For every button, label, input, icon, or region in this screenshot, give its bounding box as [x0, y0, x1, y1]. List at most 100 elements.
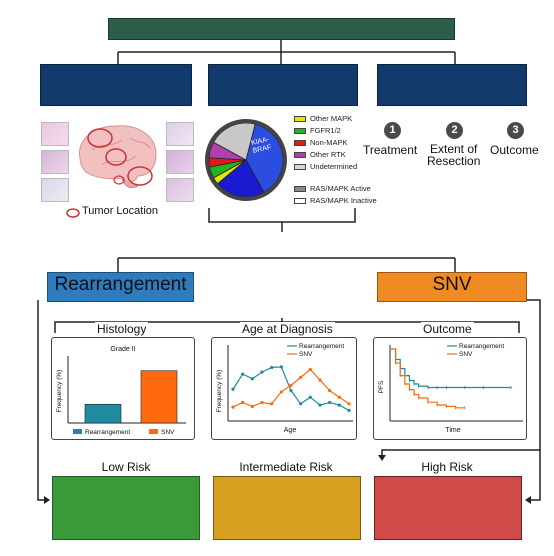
data-point — [250, 377, 254, 381]
survival-curve — [391, 348, 511, 389]
legend-item: Rearrangement — [299, 343, 344, 350]
data-point — [318, 403, 322, 407]
brain-illustration — [78, 125, 157, 189]
series-line — [232, 366, 350, 411]
legend-swatch — [294, 140, 306, 146]
data-point — [328, 400, 332, 405]
number-1-icon: 1 — [384, 122, 401, 139]
data-point — [318, 378, 322, 382]
data-point — [289, 389, 293, 393]
pie-outer-ring — [205, 119, 287, 201]
legend-item: SNV — [161, 429, 175, 436]
data-point — [337, 395, 341, 399]
extent-of-resection-label: Extent of Resection — [427, 142, 481, 168]
data-point — [260, 400, 264, 405]
histology-thumb — [41, 150, 69, 174]
outcome-section-label: Outcome — [421, 322, 474, 336]
data-point — [260, 370, 264, 374]
histology-bar-chart: Grade II Frequency (%) Rearrangement SNV — [56, 346, 186, 436]
legend-item: Rearrangement — [85, 429, 130, 436]
pie-slice — [213, 122, 256, 161]
legend-swatch — [294, 164, 306, 170]
y-axis-label: Frequency (%) — [56, 370, 63, 413]
x-axis-label: Time — [445, 427, 460, 434]
data-point — [289, 383, 293, 387]
bar — [140, 370, 178, 424]
data-point — [241, 372, 245, 376]
treatment-label: Treatment — [363, 143, 418, 157]
legend-swatch — [294, 152, 306, 158]
number-3-icon: 3 — [507, 122, 524, 139]
data-point — [308, 395, 312, 399]
high-risk-box — [374, 476, 522, 540]
navy-box-location — [40, 64, 192, 106]
intermediate-risk-box — [213, 476, 361, 540]
legend-swatch — [294, 116, 306, 122]
intermediate-risk-label: Intermediate Risk — [239, 460, 333, 474]
data-point — [279, 365, 283, 369]
legend-swatch — [149, 429, 158, 434]
data-point — [337, 403, 341, 407]
series-line — [232, 368, 350, 408]
low-risk-label: Low Risk — [101, 460, 151, 474]
snv-box — [377, 272, 527, 302]
legend-item: Other MAPK — [310, 114, 353, 123]
histology-thumb — [166, 178, 194, 202]
rearrangement-label: Rearrangement — [54, 274, 187, 295]
legend-item: RAS/MAPK Active — [310, 184, 371, 193]
legend-item: Non-MAPK — [310, 138, 348, 147]
data-point — [299, 375, 303, 379]
legend-item: SNV — [299, 351, 313, 358]
survival-curve — [391, 348, 465, 409]
legend-swatch — [294, 186, 306, 192]
data-point — [299, 402, 303, 406]
snv-label: SNV — [432, 274, 472, 295]
data-point — [231, 387, 235, 391]
legend-item: Rearrangement — [459, 343, 504, 350]
outcome-km-chart: PFS Rearrangement SNV Time — [378, 343, 523, 434]
histology-thumb — [41, 122, 69, 146]
tumor-location-label: Tumor Location — [82, 205, 159, 217]
data-point — [347, 408, 351, 412]
age-section-label: Age at Diagnosis — [240, 322, 335, 336]
bar — [84, 403, 122, 424]
number-2-icon: 2 — [446, 122, 463, 139]
pie-slice — [245, 123, 284, 193]
histology-thumb — [166, 150, 194, 174]
y-axis-label: PFS — [378, 380, 385, 393]
data-point — [270, 365, 274, 370]
data-point — [241, 400, 245, 405]
histology-section-label: Histology — [95, 322, 149, 336]
legend-swatch — [73, 429, 82, 434]
chart-title: Grade II — [110, 346, 135, 353]
rearrangement-box — [47, 272, 194, 302]
age-line-chart: Frequency (%) Rearrangement SNV Age — [216, 343, 353, 434]
legend-item: RAS/MAPK Inactive — [310, 196, 377, 205]
legend-item: FGFR1/2 — [310, 126, 341, 135]
data-point — [250, 404, 254, 409]
y-axis-label: Frequency (%) — [216, 370, 223, 413]
legend-swatch — [294, 128, 306, 134]
pie-slice — [216, 159, 265, 198]
data-point — [279, 390, 283, 394]
data-point — [347, 402, 351, 406]
data-point — [328, 389, 332, 393]
legend-swatch — [294, 198, 306, 204]
data-point — [270, 402, 274, 406]
legend-item: SNV — [459, 351, 473, 358]
histology-thumb — [166, 122, 194, 146]
top-header-bar — [108, 18, 455, 40]
data-point — [308, 367, 312, 372]
tumor-location-marker-icon — [66, 208, 80, 218]
molecular-pie-chart — [205, 119, 287, 201]
legend-item: Undetermined — [310, 162, 358, 171]
x-axis-label: Age — [284, 427, 297, 434]
age-chart-panel — [211, 337, 357, 440]
navy-box-classification — [208, 64, 358, 106]
high-risk-label: High Risk — [421, 460, 473, 474]
navy-box-clinical — [377, 64, 527, 106]
data-point — [231, 405, 235, 409]
legend-item: Other RTK — [310, 150, 346, 159]
low-risk-box — [52, 476, 200, 540]
